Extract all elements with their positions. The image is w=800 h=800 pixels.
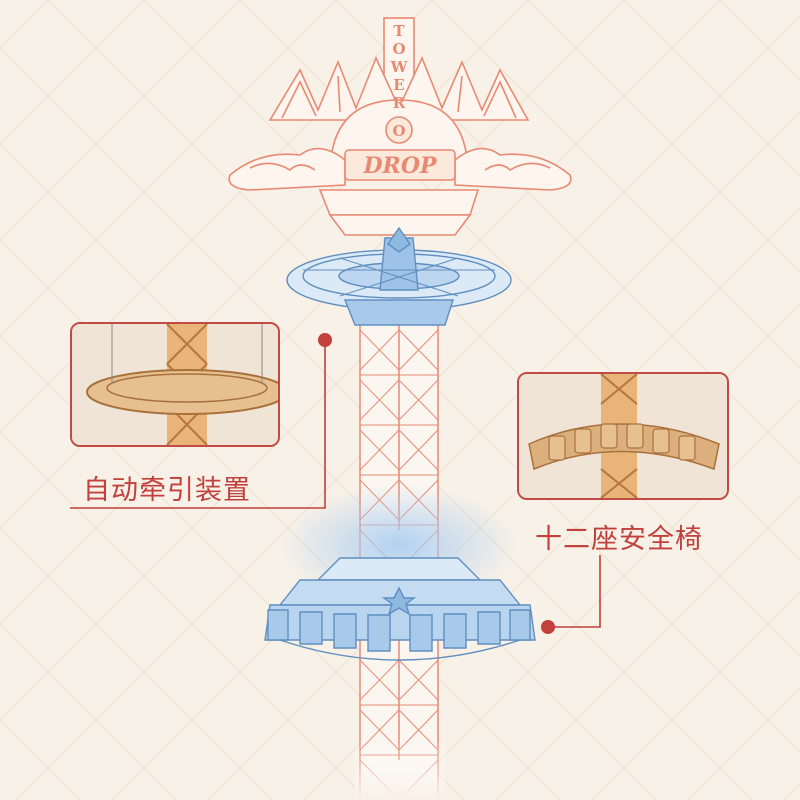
right-callout-dot — [541, 620, 555, 634]
callout-connectors — [70, 340, 601, 628]
sign-letter: O — [392, 40, 405, 58]
sign-letters: T O W E R O DROP — [362, 22, 438, 179]
sign-letter: R — [393, 94, 406, 112]
traction-photo-art — [72, 324, 278, 445]
seats-photo-art — [519, 374, 727, 498]
left-callout-dot — [318, 333, 332, 347]
sign-letter: T — [393, 22, 405, 40]
seats-detail-photo — [517, 372, 729, 500]
sign-letter: W — [390, 58, 409, 76]
callout-label-seats: 十二座安全椅 — [535, 524, 703, 555]
sign-letter: E — [393, 76, 404, 94]
auto-traction-ring — [286, 226, 512, 326]
twelve-seat-ring — [264, 557, 536, 661]
traction-detail-photo — [70, 322, 280, 447]
sign-top-text: O — [392, 122, 405, 140]
drop-tower-sign — [228, 17, 572, 236]
sign-main-text: DROP — [362, 153, 438, 179]
callout-label-traction: 自动牵引装置 — [83, 475, 251, 506]
